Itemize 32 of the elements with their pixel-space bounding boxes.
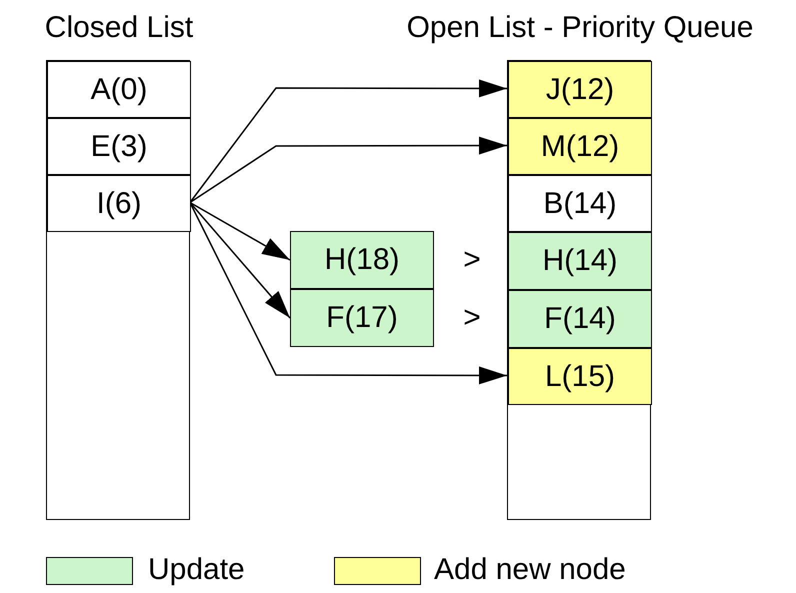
node-cell	[508, 61, 652, 118]
arrow	[190, 202, 290, 261]
node-cell	[508, 348, 652, 405]
node-cell	[508, 118, 652, 175]
node-cell	[47, 175, 191, 232]
node-label: I(6)	[96, 186, 142, 220]
comparison-sign: >	[463, 243, 481, 277]
legend-label: Add new node	[434, 553, 626, 587]
node-label: M(12)	[540, 130, 620, 164]
node-cell	[47, 61, 191, 118]
node-cell	[508, 290, 652, 348]
node-label: H(18)	[324, 243, 400, 277]
node-cell	[508, 175, 652, 232]
list-heading: Closed List	[44, 11, 194, 45]
node-cell	[47, 118, 191, 175]
node-cell	[290, 289, 434, 347]
node-label: H(14)	[542, 244, 618, 278]
node-label: L(15)	[544, 360, 616, 394]
node-label: E(3)	[90, 130, 148, 164]
arrow	[189, 202, 291, 318]
node-label: J(12)	[546, 72, 614, 106]
list-heading: Open List - Priority Queue	[406, 11, 754, 45]
node-label: A(0)	[90, 72, 148, 106]
node-cell	[508, 232, 652, 290]
arrow	[190, 136, 507, 204]
node-label: B(14)	[543, 186, 617, 220]
node-cell	[290, 231, 434, 289]
legend-label: Update	[148, 553, 245, 587]
node-label: F(14)	[544, 302, 616, 336]
node-label: F(17)	[326, 301, 398, 335]
comparison-sign: >	[463, 301, 481, 335]
arrow	[189, 79, 507, 203]
